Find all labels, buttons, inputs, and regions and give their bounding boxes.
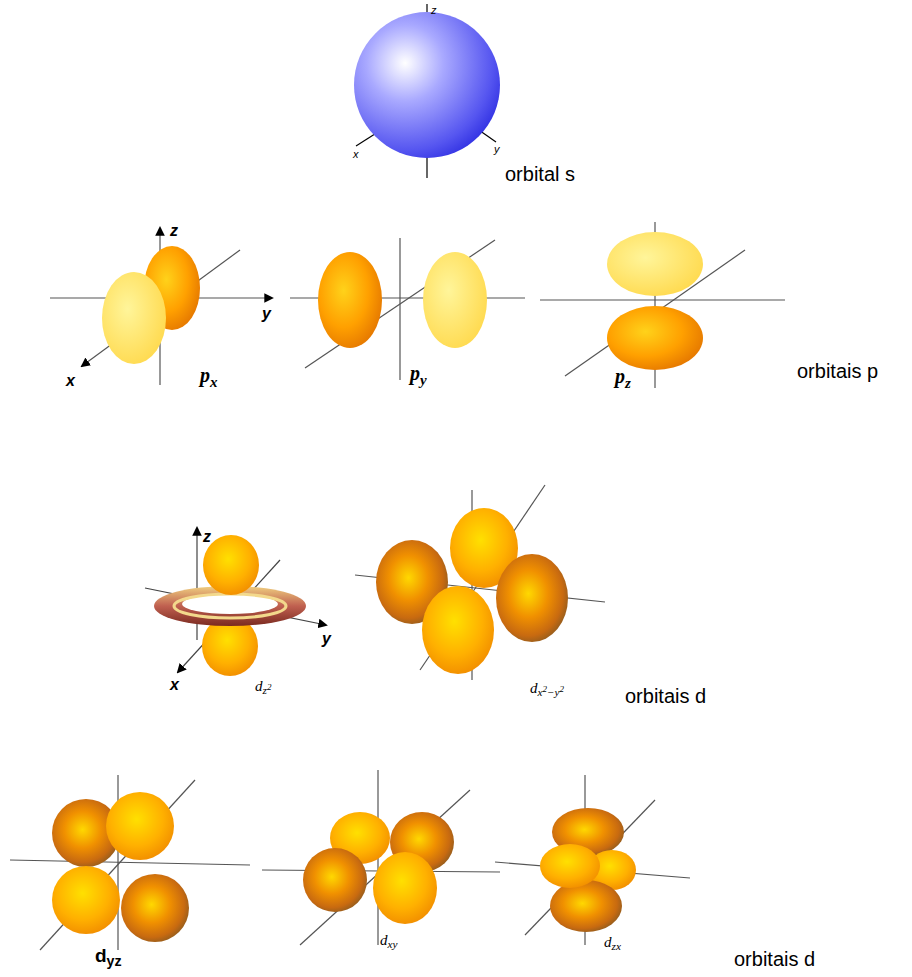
orbital-name: dzx <box>604 934 621 952</box>
axis-label: z <box>431 4 437 16</box>
axis-label: y <box>322 630 331 648</box>
orbital-name: dxy <box>380 932 398 950</box>
axis-label: z <box>203 528 211 546</box>
orbital-name: py <box>410 362 427 389</box>
orbital-name: px <box>200 364 218 391</box>
caption-label: orbitais d <box>734 948 815 971</box>
orbital-name: dz2 <box>255 678 271 696</box>
orbital-name: dx2−y2 <box>530 680 564 698</box>
axis-label: y <box>494 143 500 155</box>
caption-label: orbitais p <box>797 360 878 383</box>
axis-label: x <box>353 148 359 160</box>
orbital-name: dyz <box>95 945 122 969</box>
caption-label: orbitais d <box>625 685 706 708</box>
orbital-name: pz <box>615 365 631 392</box>
axis-label: z <box>170 222 178 240</box>
caption-label: orbital s <box>505 163 575 186</box>
axis-label: x <box>66 372 75 390</box>
axis-label: y <box>262 305 271 323</box>
axis-label: x <box>170 676 179 694</box>
